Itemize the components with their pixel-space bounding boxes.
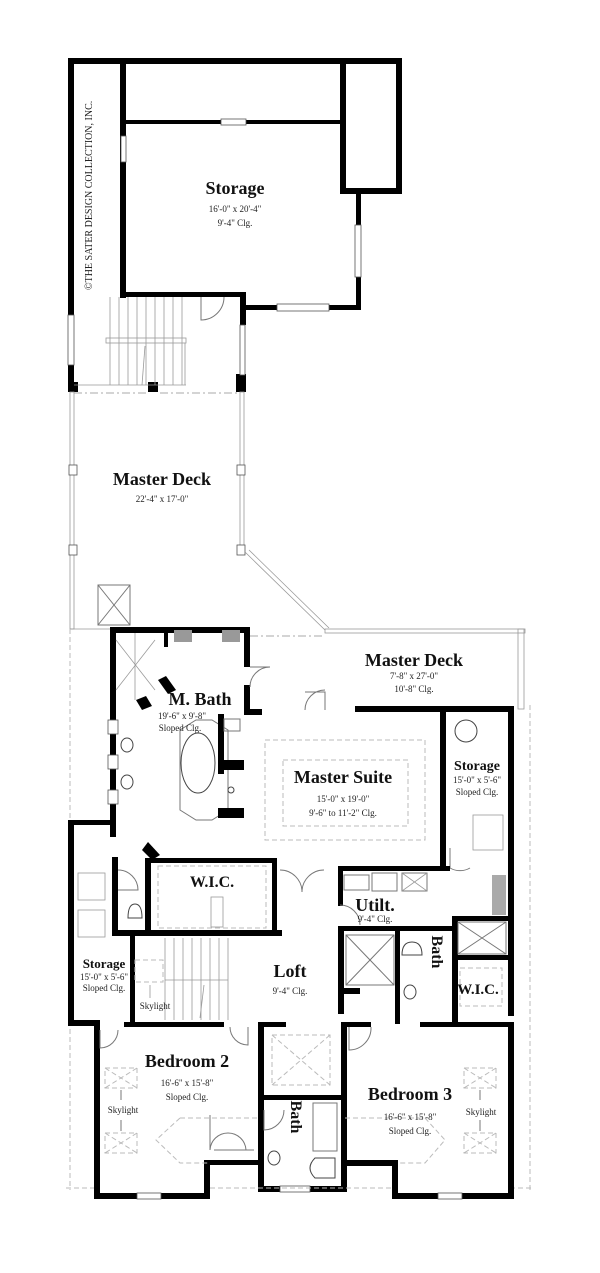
room-storage-top: Storage 16'-0" x 20'-4" 9'-4" Clg. (206, 178, 265, 228)
room-dims: 16'-6" x 15'-8" (161, 1078, 214, 1088)
center-walls (68, 820, 512, 1026)
skylight-stair: Skylight (140, 1001, 171, 1011)
room-name: W.I.C. (457, 982, 499, 998)
room-name: W.I.C. (190, 874, 234, 891)
room-ceiling: Sloped Clg. (159, 723, 202, 733)
room-dims: 15'-0" x 5'-6" (80, 972, 128, 982)
room-storage-right: Storage 15'-0" x 5'-6" Sloped Clg. (453, 759, 501, 797)
room-ceiling: 9'-4" Clg. (358, 914, 393, 924)
room-master-deck-upper: Master Deck 22'-4" x 17'-0" (113, 469, 211, 504)
room-ceiling: 9'-6" to 11'-2" Clg. (309, 808, 377, 818)
copyright-text: ©THE SATER DESIGN COLLECTION, INC. (84, 101, 95, 290)
room-master-suite: Master Suite 15'-0" x 19'-0" 9'-6" to 11… (294, 767, 392, 818)
room-wic-right: W.I.C. (457, 982, 499, 998)
room-bath-center: Bath (287, 1101, 304, 1134)
room-name: Master Deck (365, 650, 463, 670)
room-bedroom-3: Bedroom 3 16'-6" x 15'-8" Sloped Clg. (368, 1084, 452, 1136)
room-dims: 15'-0" x 19'-0" (317, 794, 370, 804)
skylight-label: Skylight (140, 1001, 171, 1011)
room-ceiling: Sloped Clg. (389, 1126, 432, 1136)
room-ceiling: Sloped Clg. (456, 787, 499, 797)
room-loft: Loft 9'-4" Clg. (273, 961, 308, 996)
room-name: Storage (206, 178, 265, 198)
room-ceiling: 9'-4" Clg. (273, 986, 308, 996)
skylight-bed3: Skylight (466, 1107, 497, 1117)
room-bath-right: Bath (428, 936, 445, 969)
room-name: Bedroom 2 (145, 1051, 229, 1071)
room-dims: 16'-0" x 20'-4" (209, 204, 262, 214)
room-storage-left: Storage 15'-0" x 5'-6" Sloped Clg. (80, 956, 128, 993)
room-dims: 22'-4" x 17'-0" (136, 494, 189, 504)
room-name: Master Suite (294, 767, 392, 787)
room-name: Storage (83, 956, 126, 971)
room-ceiling: 10'-8" Clg. (394, 684, 433, 694)
room-name: M. Bath (169, 689, 232, 709)
room-m-bath: M. Bath 19'-6" x 9'-8" Sloped Clg. (158, 689, 232, 733)
mid-walls (66, 627, 534, 1190)
room-name: Bath (287, 1101, 304, 1134)
room-name: Bath (428, 936, 445, 969)
master-deck-upper-area (68, 391, 330, 631)
skylight-bed2: Skylight (108, 1105, 139, 1115)
room-dims: 19'-6" x 9'-8" (158, 711, 206, 721)
room-name: Loft (274, 961, 307, 981)
stair-lower (130, 934, 229, 1024)
room-ceiling: Sloped Clg. (83, 983, 126, 993)
room-master-deck-lower: Master Deck 7'-8" x 27'-0" 10'-8" Clg. (365, 650, 463, 694)
room-utility: Utilt. 9'-4" Clg. (355, 895, 395, 924)
room-name: Utilt. (355, 895, 395, 915)
room-dims: 16'-6" x 15'-8" (384, 1112, 437, 1122)
room-dims: 15'-0" x 5'-6" (453, 775, 501, 785)
stair-upper (67, 295, 246, 394)
storage-top-block (68, 58, 402, 312)
room-bedroom-2: Bedroom 2 16'-6" x 15'-8" Sloped Clg. (145, 1051, 229, 1102)
bedroom-walls (94, 1022, 514, 1200)
room-dims: 7'-8" x 27'-0" (390, 671, 438, 681)
room-ceiling: Sloped Clg. (166, 1092, 209, 1102)
room-name: Bedroom 3 (368, 1084, 452, 1104)
room-name: Storage (454, 759, 500, 774)
room-wic-master: W.I.C. (190, 874, 234, 891)
skylight-label: Skylight (108, 1105, 139, 1115)
room-name: Master Deck (113, 469, 211, 489)
skylight-label: Skylight (466, 1107, 497, 1117)
room-ceiling: 9'-4" Clg. (218, 218, 253, 228)
